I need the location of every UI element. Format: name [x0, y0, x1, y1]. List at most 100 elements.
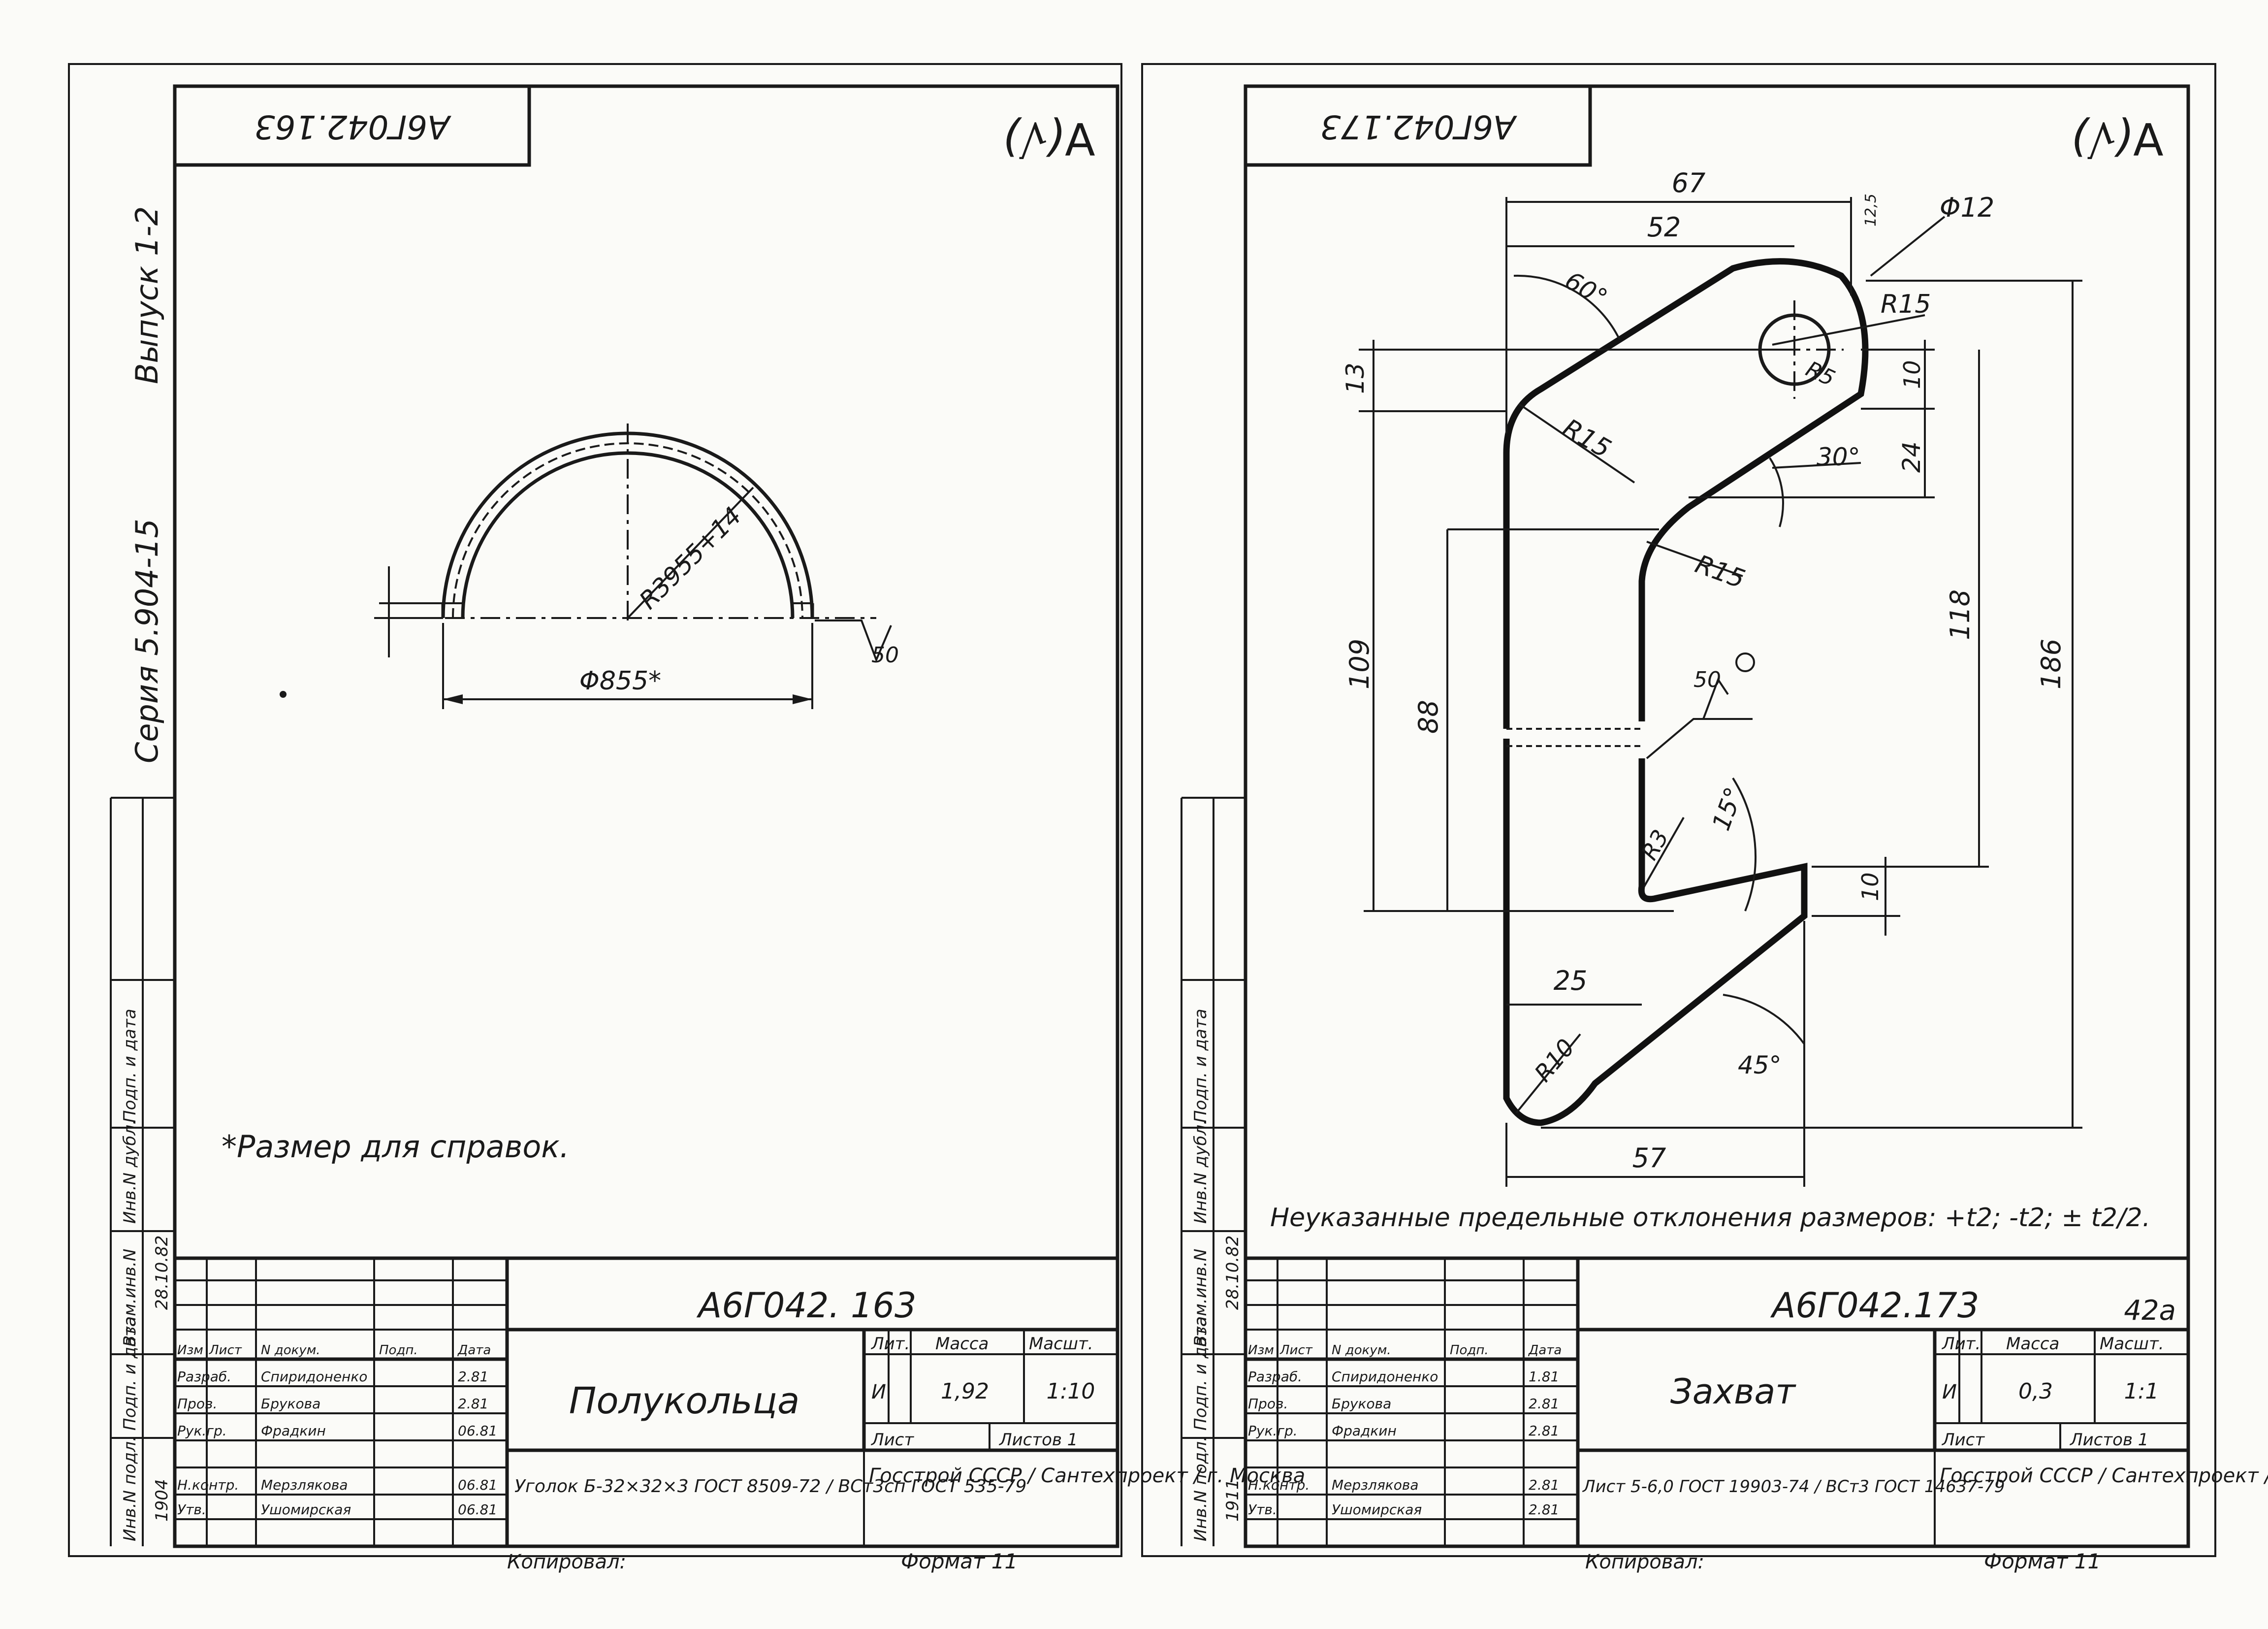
r-side-value-date: 28.10.82 [1223, 1236, 1243, 1310]
r-tb-row-5-date: 2.81 [1529, 1501, 1559, 1518]
left-code-stamp: А6Г042.163 [255, 108, 452, 146]
dim-186: 186 [2036, 639, 2067, 689]
sheet-label: Лист [870, 1430, 914, 1450]
r-tb-row-2-date: 2.81 [1529, 1396, 1559, 1412]
r-tb-row-0-lst: Лист [1279, 1343, 1313, 1358]
r-tb-row-0-date: Дата [1528, 1343, 1562, 1358]
angle-30: 30° [1817, 443, 1860, 471]
dim-r5: R5 [1802, 357, 1839, 391]
tb-row-5-role: Утв. [177, 1501, 206, 1518]
value-mass: 1,92 [941, 1379, 989, 1404]
r-sheets-label: Листов 1 [2069, 1430, 2148, 1450]
side-label-2: Подп. и дата [120, 1316, 140, 1431]
angle-60: 60° [1560, 266, 1612, 313]
half-ring-part: R3955+14 Φ855* 50 [374, 424, 899, 709]
right-side-stamp: Инв.N подл. Подп. и дата Взам.инв.N Инв.… [1181, 797, 1246, 1546]
r-side-label-5: Подп. и дата [1191, 1009, 1211, 1123]
r-side-label-1: Инв.N подл. [1191, 1436, 1211, 1541]
dim-13: 13 [1341, 362, 1370, 394]
right-code-stamp: А6Г042.173 [1320, 108, 1518, 146]
r-title-name: Захват [1670, 1371, 1796, 1412]
r-tb-row-0: Изм [1248, 1343, 1274, 1358]
tb-row-1-name: Спиридоненко [261, 1368, 367, 1385]
r-material: Лист 5-6,0 ГОСТ 19903-74 / ВСт3 ГОСТ 146… [1582, 1477, 2005, 1497]
sheets-label: Листов 1 [998, 1430, 1078, 1450]
r-tb-row-0-sign: Подп. [1450, 1343, 1489, 1358]
r-tb-row-4-date: 2.81 [1529, 1477, 1559, 1493]
angle-50: 50 [1693, 667, 1721, 692]
dim-118: 118 [1945, 589, 1976, 640]
dim-r10: R10 [1529, 1034, 1580, 1087]
right-roughness-mark: ∀(√) [2070, 112, 2163, 164]
grip-part: 67 52 Φ12 12,5 R15 R5 60° R15 13 109 [1341, 167, 2082, 1187]
angle-15: 15° [1707, 783, 1749, 834]
r-title-code: А6Г042.173 [1770, 1285, 1980, 1326]
side-label-5: Подп. и дата [120, 1009, 140, 1123]
dim-10a: 10 [1899, 360, 1925, 389]
tb-row-0-doc: N докум. [261, 1343, 320, 1358]
r-page-no: 42а [2124, 1295, 2176, 1327]
dim-88: 88 [1413, 700, 1444, 734]
issue-title: Выпуск 1-2 [129, 206, 165, 384]
right-sheet: А6Г042.173 ∀(√) Инв.N подл. Подп. и дата… [1141, 63, 2268, 1573]
right-copied: Копировал: [1585, 1551, 1704, 1573]
tb-row-5-name: Ушомирская [261, 1501, 351, 1518]
tb-row-1-date: 2.81 [458, 1368, 488, 1385]
r-side-label-3: Взам.инв.N [1191, 1249, 1211, 1347]
tb-row-0-date: Дата [457, 1343, 491, 1358]
tb-row-0: Изм [177, 1343, 203, 1358]
right-outer-frame [1141, 63, 2216, 1557]
value-scale: 1:10 [1047, 1379, 1095, 1404]
r-tb-row-3-name: Фрадкин [1332, 1423, 1397, 1439]
left-inner-frame [173, 84, 1119, 1548]
dim-109: 109 [1344, 639, 1375, 689]
r-tb-row-2-name: Брукова [1332, 1396, 1391, 1412]
tb-row-3-date: 06.81 [458, 1423, 497, 1439]
side-value-date: 28.10.82 [152, 1236, 172, 1310]
angle-45: 45° [1738, 1051, 1782, 1079]
r-tb-row-3-role: Рук.гр. [1248, 1423, 1298, 1439]
r-value-lit: И [1942, 1381, 1957, 1403]
r-tb-row-4-name: Мерзлякова [1332, 1477, 1419, 1493]
header-scale: Масшт. [1029, 1334, 1093, 1354]
tb-row-5-date: 06.81 [458, 1501, 497, 1518]
stray-dot [280, 691, 287, 698]
material: Уголок Б-32×32×3 ГОСТ 8509-72 / ВСт3сп Г… [514, 1476, 1026, 1497]
dim-r15b: R15 [1558, 413, 1616, 464]
tb-row-3-name: Фрадкин [261, 1423, 326, 1439]
left-sheet: А6Г042.163 ∀(√) Серия 5.904-15 Выпуск 1-… [68, 63, 1305, 1573]
right-code-stamp-box [1244, 84, 1592, 167]
left-note: *Размер для справок. [222, 1129, 569, 1165]
tb-row-3-role: Рук.гр. [177, 1423, 227, 1439]
r-tb-row-5-role: Утв. [1248, 1501, 1277, 1518]
tb-row-0-sign: Подп. [379, 1343, 418, 1358]
r-side-label-4: Инв.N дубл. [1191, 1119, 1211, 1224]
side-label-4: Инв.N дубл. [120, 1119, 140, 1224]
title-code: А6Г042. 163 [696, 1285, 916, 1326]
roughness-value: 50 [871, 643, 899, 668]
tb-row-2-date: 2.81 [458, 1396, 488, 1412]
dim-r15c: R15 [1692, 550, 1749, 594]
r-sheet-label: Лист [1941, 1430, 1985, 1450]
r-side-value-inv: 1911 [1223, 1479, 1243, 1522]
r-tb-row-3-date: 2.81 [1529, 1423, 1559, 1439]
left-roughness-mark: ∀(√) [1002, 112, 1095, 164]
r-org: Госстрой СССР / Сантехпроект / г. Москва [1940, 1465, 2268, 1487]
org: Госстрой СССР / Сантехпроект / г. Москва [869, 1465, 1305, 1487]
r-header-lit: Лит. [1941, 1334, 1981, 1354]
tb-row-1-role: Разраб. [177, 1368, 231, 1385]
tb-row-4-name: Мерзлякова [261, 1477, 348, 1493]
left-title-block: А6Г042. 163 Полукольца Лит. Масса Масшт.… [173, 1256, 1305, 1548]
dim-67: 67 [1672, 167, 1706, 198]
tb-row-2-role: Пров. [177, 1396, 217, 1412]
tb-row-0-lst: Лист [209, 1343, 242, 1358]
dim-10b: 10 [1857, 872, 1884, 901]
dim-25: 25 [1554, 965, 1588, 996]
dim-diameter: Φ855* [579, 666, 661, 696]
r-side-label-2: Подп. и дата [1191, 1316, 1211, 1431]
left-copied: Копировал: [507, 1551, 626, 1573]
r-tb-row-1-name: Спиридоненко [1332, 1368, 1438, 1385]
r-tb-row-4-role: Н.контр. [1248, 1477, 1310, 1493]
r-header-mass: Масса [2006, 1334, 2059, 1354]
